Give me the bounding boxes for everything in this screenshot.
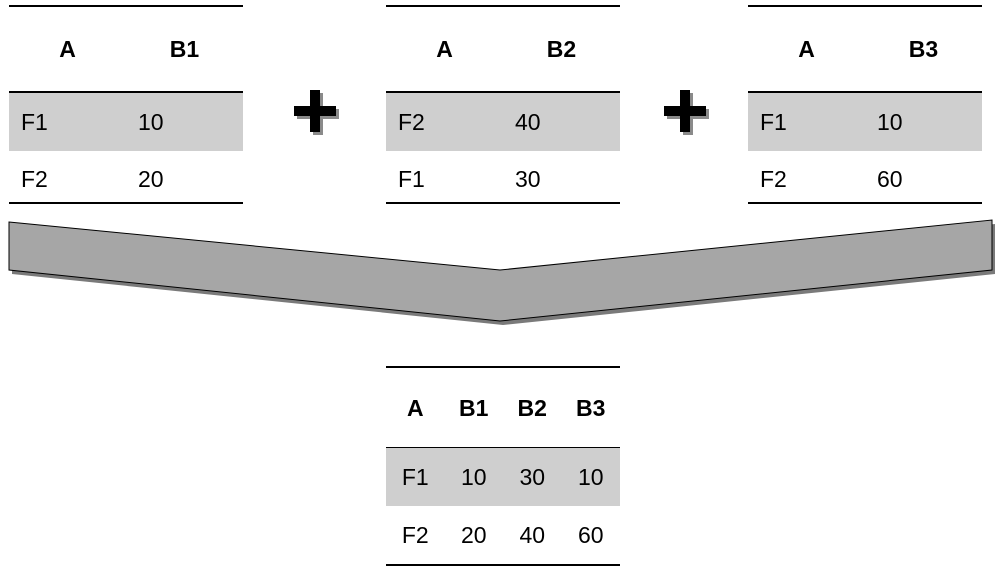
table-cell: F1 <box>21 108 48 135</box>
table-cell: 10 <box>460 463 487 490</box>
table-row: F2 20 40 60 <box>386 506 620 564</box>
table-cell: 60 <box>877 165 903 192</box>
input-table-1: A B1 F1 10 F2 20 <box>9 5 243 205</box>
header-row: A B2 <box>386 7 620 91</box>
header-cell: A <box>59 35 76 62</box>
result-table: A B1 B2 B3 F1 10 30 10 F2 20 40 60 <box>386 366 620 566</box>
header-cell: B3 <box>576 394 606 421</box>
input-table-3: A B3 F1 10 F2 60 <box>748 5 982 205</box>
header-cell: B1 <box>169 35 200 62</box>
table-row: F2 20 <box>9 151 243 207</box>
table-row: F1 10 30 10 <box>386 448 620 506</box>
table-cell: 20 <box>460 521 487 548</box>
header-row: A B1 <box>9 7 243 91</box>
header-cell: A <box>436 35 453 62</box>
table-cell: F2 <box>760 165 787 192</box>
table-row: F2 40 <box>386 93 620 151</box>
table-cell: F2 <box>401 521 429 548</box>
table-cell: 30 <box>515 165 541 192</box>
header-cell: A <box>798 35 815 62</box>
input-table-2: A B2 F2 40 F1 30 <box>386 5 620 205</box>
header-rule <box>9 91 243 93</box>
table-cell: 10 <box>138 108 164 135</box>
table-cell: F1 <box>398 165 425 192</box>
table-row: F1 10 <box>748 93 982 151</box>
header-cell: B3 <box>908 35 939 62</box>
table-row: F1 30 <box>386 151 620 207</box>
table-cell: F2 <box>398 108 425 135</box>
plus-icon <box>664 90 709 135</box>
top-rule <box>386 5 620 7</box>
bottom-rule <box>748 202 982 204</box>
header-row: A B3 <box>748 7 982 91</box>
table-cell: 10 <box>877 108 903 135</box>
table-cell: 60 <box>577 521 604 548</box>
table-row: F2 60 <box>748 151 982 207</box>
header-row: A B1 B2 B3 <box>386 368 620 448</box>
header-rule <box>748 91 982 93</box>
header-cell: B1 <box>459 394 489 421</box>
header-rule <box>386 91 620 93</box>
table-cell: 30 <box>519 463 546 490</box>
table-row: F1 10 <box>9 93 243 151</box>
bottom-rule <box>386 564 620 566</box>
table-cell: F2 <box>21 165 48 192</box>
top-rule <box>9 5 243 7</box>
table-cell: 10 <box>577 463 604 490</box>
table-cell: 40 <box>515 108 541 135</box>
top-rule <box>386 366 620 368</box>
header-cell: A <box>406 394 424 421</box>
bottom-rule <box>386 202 620 204</box>
table-cell: F1 <box>760 108 787 135</box>
header-cell: B2 <box>517 394 547 421</box>
table-cell: 20 <box>138 165 164 192</box>
header-cell: B2 <box>546 35 577 62</box>
top-rule <box>748 5 982 7</box>
table-cell: 40 <box>519 521 546 548</box>
plus-icon <box>294 90 339 135</box>
table-cell: F1 <box>401 463 429 490</box>
bottom-rule <box>9 202 243 204</box>
